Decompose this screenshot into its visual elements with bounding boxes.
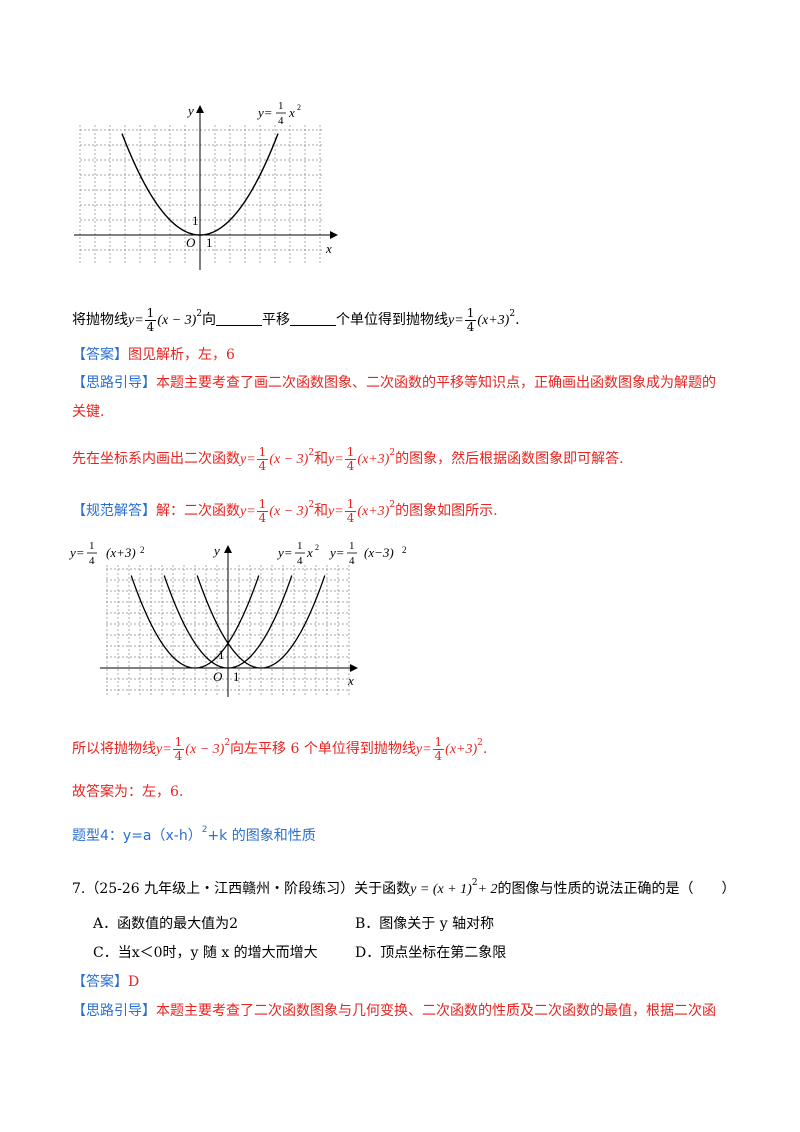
- hint-line-2: 关键.: [72, 404, 105, 420]
- answer-blank-1[interactable]: [216, 311, 263, 326]
- hint-line-1: 【思路引导】本题主要考查了画二次函数图象、二次函数的平移等知识点，正确画出函数图…: [72, 375, 716, 391]
- svg-text:1: 1: [349, 540, 355, 552]
- answer-blank-2[interactable]: [290, 311, 337, 326]
- svg-text:x: x: [306, 545, 313, 560]
- question-7-stem: 7.（25-26 九年级上・江西赣州・阶段练习）关于函数y = (x + 1)2…: [72, 878, 736, 897]
- y-axis-arrow: [196, 105, 204, 113]
- axis-label-y: y: [212, 543, 220, 558]
- answer-line: 【答案】图见解析，左，6: [72, 347, 235, 363]
- axis-label-x: x: [347, 673, 354, 688]
- curve-label-center: y= 1 4 x 2: [276, 540, 319, 567]
- section-title: 题型4：y=a（x-h）2+k 的图象和性质: [72, 825, 316, 844]
- option-b[interactable]: B．图像关于 y 轴对称: [355, 916, 495, 932]
- x-axis-arrow: [350, 664, 358, 672]
- svg-text:4: 4: [349, 555, 355, 567]
- svg-text:(x−3): (x−3): [364, 545, 394, 560]
- q7-hint-line: 【思路引导】本题主要考查了二次函数图象与几何变换、二次函数的性质及二次函数的最值…: [72, 1003, 716, 1019]
- origin-label: O: [213, 669, 223, 684]
- svg-text:1: 1: [297, 540, 303, 552]
- svg-text:y=: y=: [68, 545, 85, 560]
- svg-text:4: 4: [278, 115, 284, 127]
- svg-text:1: 1: [89, 540, 95, 552]
- q7-answer-line: 【答案】D: [72, 974, 140, 990]
- tick-label-y: 1: [218, 647, 225, 662]
- svg-text:y=: y=: [328, 545, 345, 560]
- curve-label-left: y= 1 4 (x+3) 2: [68, 540, 145, 567]
- curve-label-right: y= 1 4 (x−3) 2: [328, 540, 407, 567]
- svg-text:2: 2: [402, 545, 407, 555]
- y-axis-arrow: [224, 545, 232, 553]
- svg-text:(x+3): (x+3): [106, 545, 136, 560]
- svg-text:y=: y=: [276, 545, 293, 560]
- axis-label-y: y: [186, 103, 194, 118]
- option-c[interactable]: C．当x＜0时，y 随 x 的增大而增大: [93, 945, 318, 961]
- parabola-curve: [121, 133, 279, 236]
- svg-text:4: 4: [297, 555, 303, 567]
- svg-text:y=: y=: [256, 105, 273, 120]
- axis-label-x: x: [325, 241, 332, 256]
- option-d[interactable]: D．顶点坐标在第二象限: [355, 945, 507, 961]
- parabola-graph-1: y x O 1 1 y= 1 4 x 2: [74, 100, 338, 270]
- tick-label-x: 1: [206, 235, 213, 250]
- tick-label-y: 1: [192, 213, 199, 228]
- parabola-curve-left: [130, 575, 260, 669]
- origin-label: O: [186, 235, 196, 250]
- parabola-curve-center: [163, 575, 293, 669]
- option-a[interactable]: A．函数值的最大值为2: [93, 916, 239, 932]
- svg-text:x: x: [288, 105, 295, 120]
- final-answer-line: 故答案为：左，6.: [72, 784, 184, 800]
- svg-text:2: 2: [140, 545, 145, 555]
- parabola-curve-right: [196, 575, 326, 669]
- svg-text:2: 2: [315, 543, 319, 552]
- x-axis-arrow: [330, 231, 338, 239]
- svg-text:4: 4: [89, 555, 95, 567]
- tick-label-x: 1: [233, 669, 240, 684]
- svg-text:1: 1: [278, 100, 284, 112]
- svg-text:2: 2: [297, 103, 301, 112]
- parabola-graph-2: y x O 1 1 y= 1 4 (x+3) 2 y= 1 4 x 2 y= 1…: [68, 540, 407, 697]
- curve-label: y= 1 4 x 2: [256, 100, 301, 127]
